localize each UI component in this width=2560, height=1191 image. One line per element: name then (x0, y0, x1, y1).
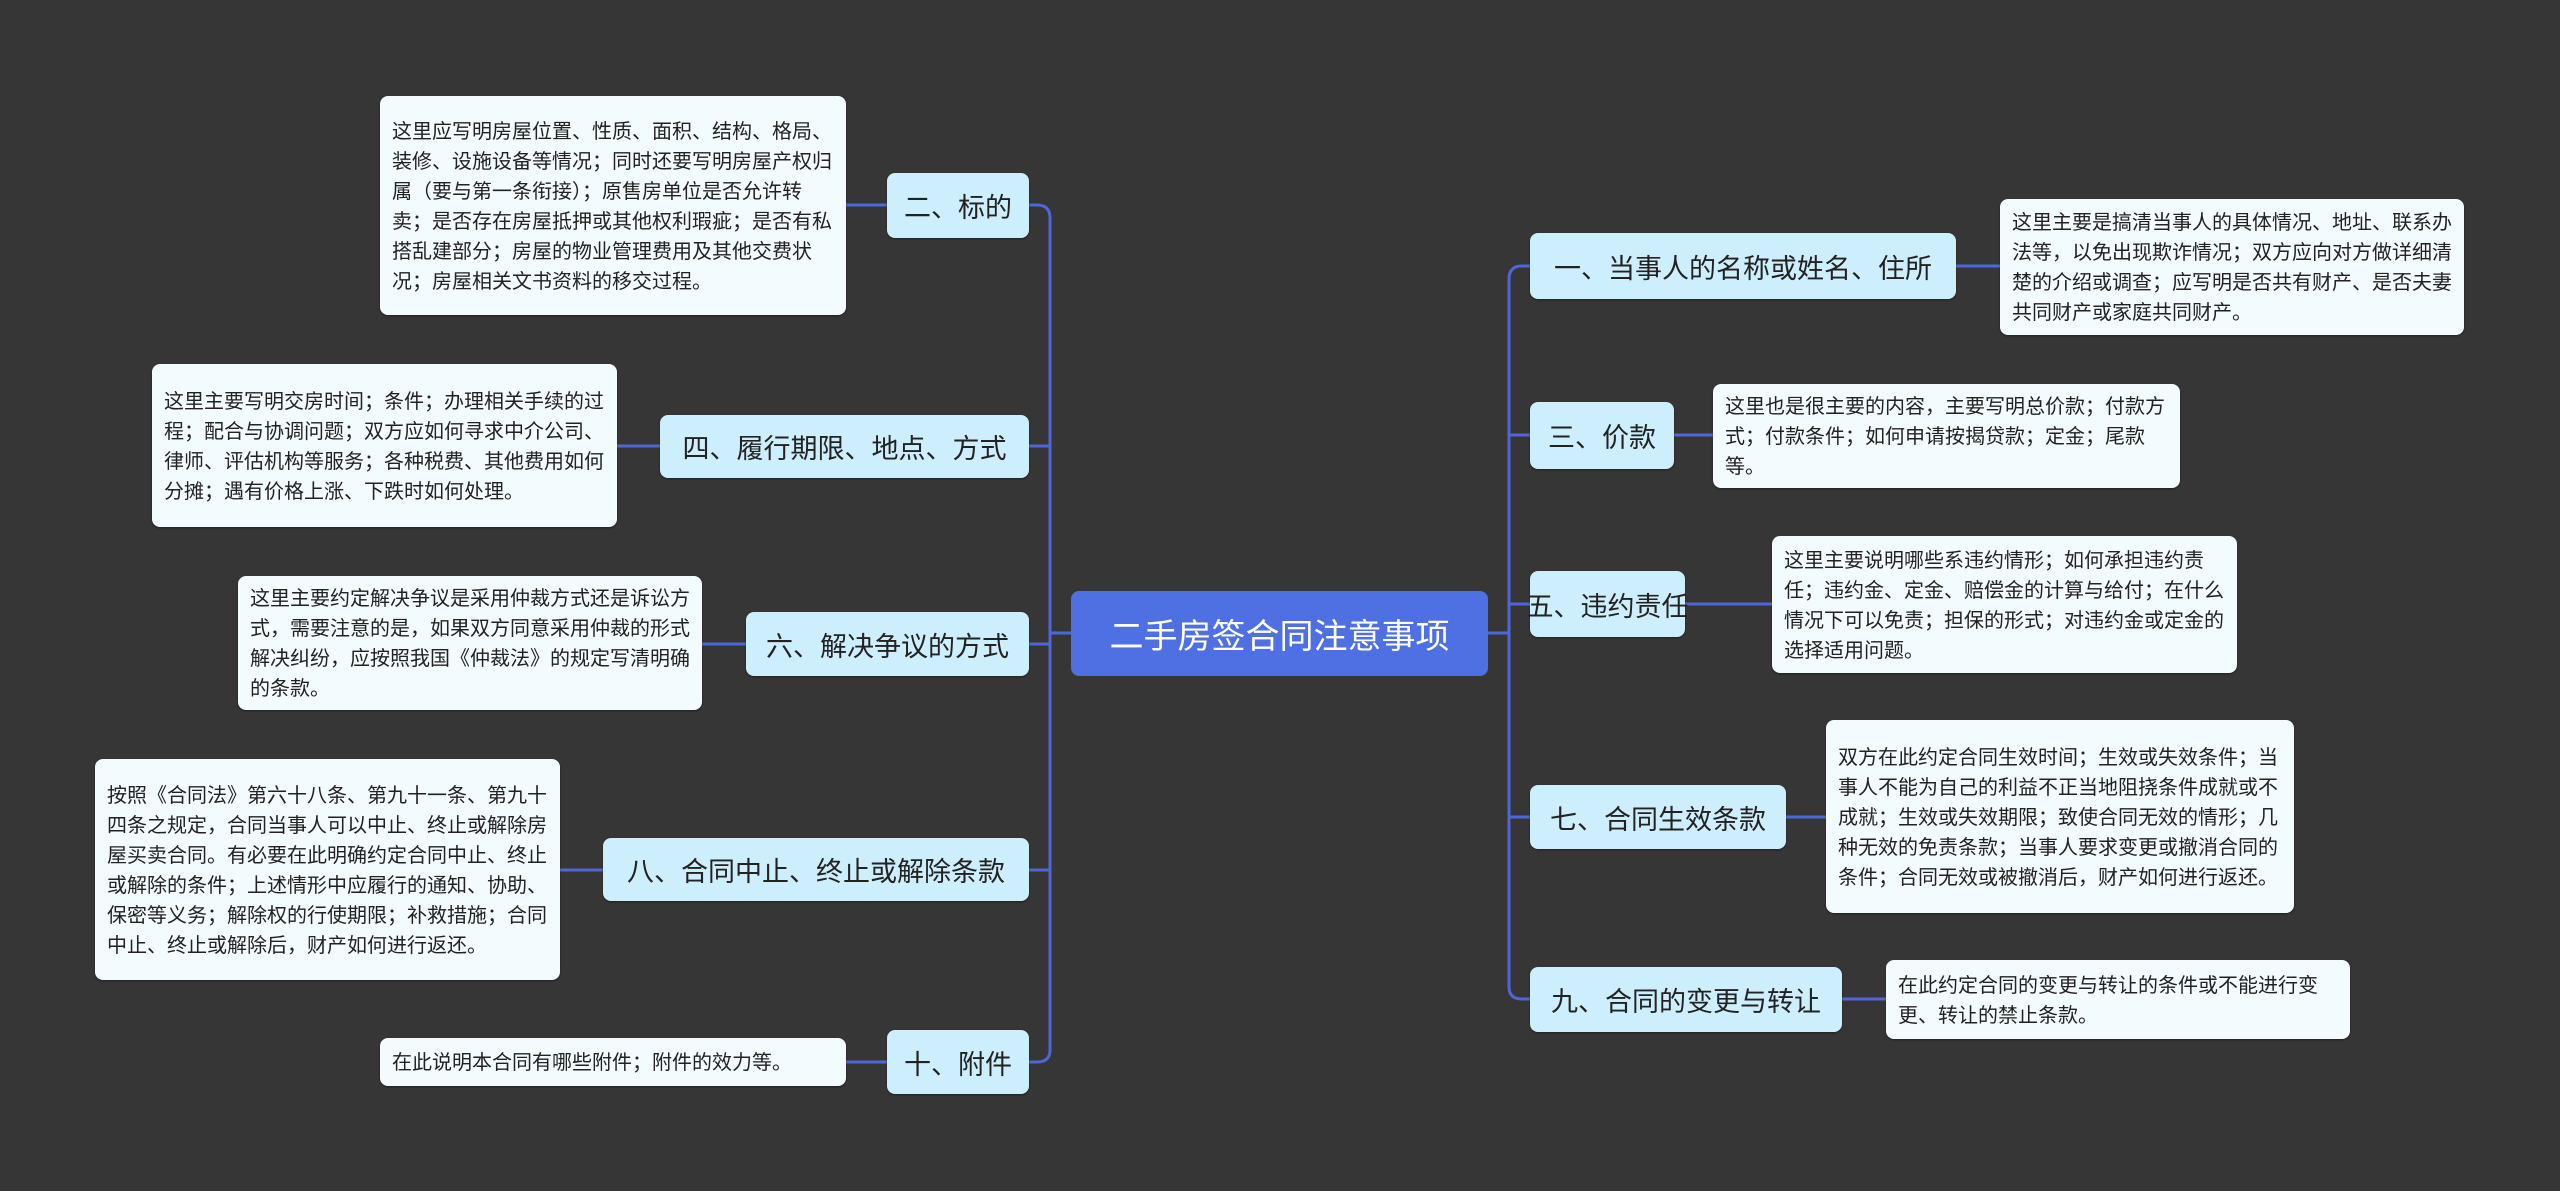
topic-termination[interactable]: 八、合同中止、终止或解除条款 (603, 838, 1029, 901)
detail-liability[interactable]: 这里主要说明哪些系违约情形；如何承担违约责任；违约金、定金、赔偿金的计算与给付；… (1772, 536, 2237, 673)
detail-termination[interactable]: 按照《合同法》第六十八条、第九十一条、第九十四条之规定，合同当事人可以中止、终止… (95, 759, 560, 980)
detail-attachments[interactable]: 在此说明本合同有哪些附件；附件的效力等。 (380, 1038, 846, 1086)
detail-performance[interactable]: 这里主要写明交房时间；条件；办理相关手续的过程；配合与协调问题；双方应如何寻求中… (152, 364, 617, 527)
detail-dispute-resolution[interactable]: 这里主要约定解决争议是采用仲裁方式还是诉讼方式，需要注意的是，如果双方同意采用仲… (238, 576, 702, 710)
detail-effectiveness[interactable]: 双方在此约定合同生效时间；生效或失效条件；当事人不能为自己的利益不正当地阻挠条件… (1826, 720, 2294, 913)
topic-modification[interactable]: 九、合同的变更与转让 (1530, 967, 1842, 1032)
detail-price[interactable]: 这里也是很主要的内容，主要写明总价款；付款方式；付款条件；如何申请按揭贷款；定金… (1713, 384, 2180, 488)
topic-effectiveness[interactable]: 七、合同生效条款 (1530, 785, 1786, 849)
topic-price[interactable]: 三、价款 (1530, 402, 1674, 469)
topic-parties[interactable]: 一、当事人的名称或姓名、住所 (1530, 233, 1956, 299)
detail-modification[interactable]: 在此约定合同的变更与转让的条件或不能进行变更、转让的禁止条款。 (1886, 960, 2350, 1039)
topic-dispute-resolution[interactable]: 六、解决争议的方式 (746, 612, 1029, 676)
topic-performance[interactable]: 四、履行期限、地点、方式 (660, 415, 1029, 478)
detail-subject-matter[interactable]: 这里应写明房屋位置、性质、面积、结构、格局、装修、设施设备等情况；同时还要写明房… (380, 96, 846, 315)
topic-liability[interactable]: 五、违约责任 (1527, 571, 1689, 637)
topic-subject-matter[interactable]: 二、标的 (887, 173, 1029, 238)
detail-parties[interactable]: 这里主要是搞清当事人的具体情况、地址、联系办法等，以免出现欺诈情况；双方应向对方… (2000, 199, 2464, 335)
topic-attachments[interactable]: 十、附件 (887, 1030, 1029, 1094)
root-topic[interactable]: 二手房签合同注意事项 (1071, 591, 1488, 676)
